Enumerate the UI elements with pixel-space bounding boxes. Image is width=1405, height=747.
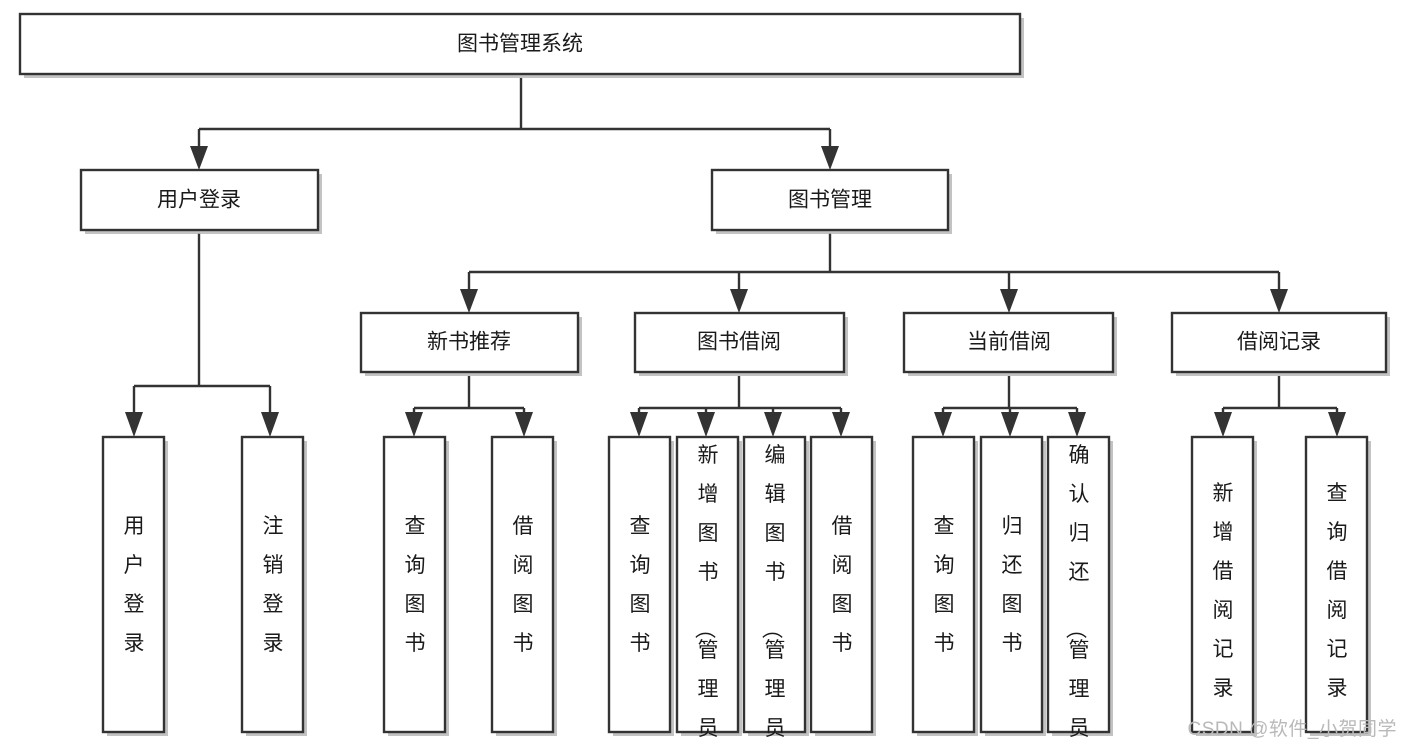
leaf-bb-borrow-book[interactable]: 借阅图书 — [809, 435, 876, 736]
leaf-br-add-record-box[interactable] — [1190, 435, 1255, 734]
arrow-cb-l1 — [934, 412, 952, 437]
node-borrow-record[interactable]: 借阅记录 — [1170, 311, 1390, 376]
arrow-bm-borrow-record — [1270, 289, 1288, 313]
leaf-cb-query-book-box[interactable] — [911, 435, 976, 734]
leaf-cb-return-book-label: 归还图书 — [1002, 515, 1023, 655]
leaf-br-query-record-label: 查询借阅记录 — [1327, 482, 1348, 700]
leaf-logout[interactable]: 注销登录 — [240, 435, 307, 736]
arrow-cb-l2 — [1001, 412, 1019, 437]
book-borrow-label: 图书借阅 — [697, 331, 781, 354]
leaf-bb-add-book[interactable]: 新增图书（管理员） — [675, 435, 742, 747]
node-user-login[interactable]: 用户登录 — [79, 168, 322, 234]
new-book-recommend-box[interactable] — [359, 311, 580, 374]
leaf-user-login[interactable]: 用户登录 — [101, 435, 168, 736]
arrow-ul-l2 — [261, 412, 279, 437]
current-borrow-box[interactable] — [902, 311, 1115, 374]
leaf-cb-return-book[interactable]: 归还图书 — [979, 435, 1046, 736]
arrow-bb-l1 — [630, 412, 648, 437]
leaf-bb-borrow-book-label: 借阅图书 — [832, 515, 853, 655]
leaf-bb-query-book-label: 查询图书 — [630, 515, 651, 655]
user-login-box[interactable] — [79, 168, 320, 232]
book-management-box[interactable] — [710, 168, 950, 232]
leaf-bb-edit-book[interactable]: 编辑图书（管理员） — [742, 435, 809, 747]
borrow-record-label: 借阅记录 — [1237, 331, 1321, 354]
node-new-book-recommend[interactable]: 新书推荐 — [359, 311, 582, 376]
arrow-bm-current-borrow — [1000, 289, 1018, 313]
leaf-logout-label: 注销登录 — [263, 515, 284, 655]
leaf-cb-confirm-return-label: 确认归还（管理员） — [1064, 444, 1090, 747]
arrow-br-l2 — [1328, 412, 1346, 437]
user-login-label: 用户登录 — [157, 189, 241, 212]
connector-layer — [125, 78, 1346, 437]
arrow-bm-new-book — [460, 289, 478, 313]
leaf-cb-query-book-label: 查询图书 — [934, 515, 955, 655]
arrow-to-user-login — [190, 146, 208, 170]
leaf-br-query-record-box[interactable] — [1304, 435, 1369, 734]
leaf-cb-return-book-box[interactable] — [979, 435, 1044, 734]
leaf-nb-borrow-book[interactable]: 借阅图书 — [490, 435, 557, 736]
arrow-nb-l2 — [515, 412, 533, 437]
root-label: 图书管理系统 — [457, 33, 583, 56]
node-book-borrow[interactable]: 图书借阅 — [633, 311, 848, 376]
arrow-br-l1 — [1214, 412, 1232, 437]
leaf-nb-query-book[interactable]: 查询图书 — [382, 435, 449, 736]
leaf-bb-query-book[interactable]: 查询图书 — [607, 435, 674, 736]
leaf-br-add-record[interactable]: 新增借阅记录 — [1190, 435, 1257, 736]
arrow-to-book-mgmt — [821, 146, 839, 170]
new-book-recommend-label: 新书推荐 — [427, 331, 511, 354]
leaf-bb-edit-book-label: 编辑图书（管理员） — [760, 444, 786, 747]
current-borrow-label: 当前借阅 — [967, 331, 1051, 354]
leaf-bb-add-book-box[interactable] — [675, 435, 740, 734]
node-current-borrow[interactable]: 当前借阅 — [902, 311, 1117, 376]
root-box[interactable] — [18, 12, 1022, 76]
book-borrow-box[interactable] — [633, 311, 846, 374]
leaf-logout-box[interactable] — [240, 435, 305, 734]
book-management-label: 图书管理 — [788, 189, 872, 212]
leaf-bb-add-book-label: 新增图书（管理员） — [693, 444, 719, 747]
node-root[interactable]: 图书管理系统 — [18, 12, 1024, 78]
leaf-bb-edit-book-box[interactable] — [742, 435, 807, 734]
leaf-cb-query-book[interactable]: 查询图书 — [911, 435, 978, 736]
leaf-user-login-label: 用户登录 — [124, 515, 145, 655]
arrow-ul-l1 — [125, 412, 143, 437]
leaf-user-login-box[interactable] — [101, 435, 166, 734]
leaf-nb-query-book-box[interactable] — [382, 435, 447, 734]
arrow-cb-l3 — [1068, 412, 1086, 437]
leaf-br-add-record-label: 新增借阅记录 — [1213, 482, 1234, 700]
leaf-nb-borrow-book-box[interactable] — [490, 435, 555, 734]
leaf-nb-query-book-label: 查询图书 — [405, 515, 426, 655]
arrow-nb-l1 — [405, 412, 423, 437]
leaf-bb-query-book-box[interactable] — [607, 435, 672, 734]
leaf-nb-borrow-book-label: 借阅图书 — [513, 515, 534, 655]
node-book-management[interactable]: 图书管理 — [710, 168, 952, 234]
leaf-bb-borrow-book-box[interactable] — [809, 435, 874, 734]
leaf-cb-confirm-return[interactable]: 确认归还（管理员） — [1046, 435, 1113, 747]
arrow-bm-book-borrow — [730, 289, 748, 313]
arrow-bb-l3 — [764, 412, 782, 437]
arrow-bb-l2 — [697, 412, 715, 437]
borrow-record-box[interactable] — [1170, 311, 1388, 374]
leaf-br-query-record[interactable]: 查询借阅记录 — [1304, 435, 1371, 736]
leaf-cb-confirm-return-box[interactable] — [1046, 435, 1111, 734]
arrow-bb-l4 — [832, 412, 850, 437]
